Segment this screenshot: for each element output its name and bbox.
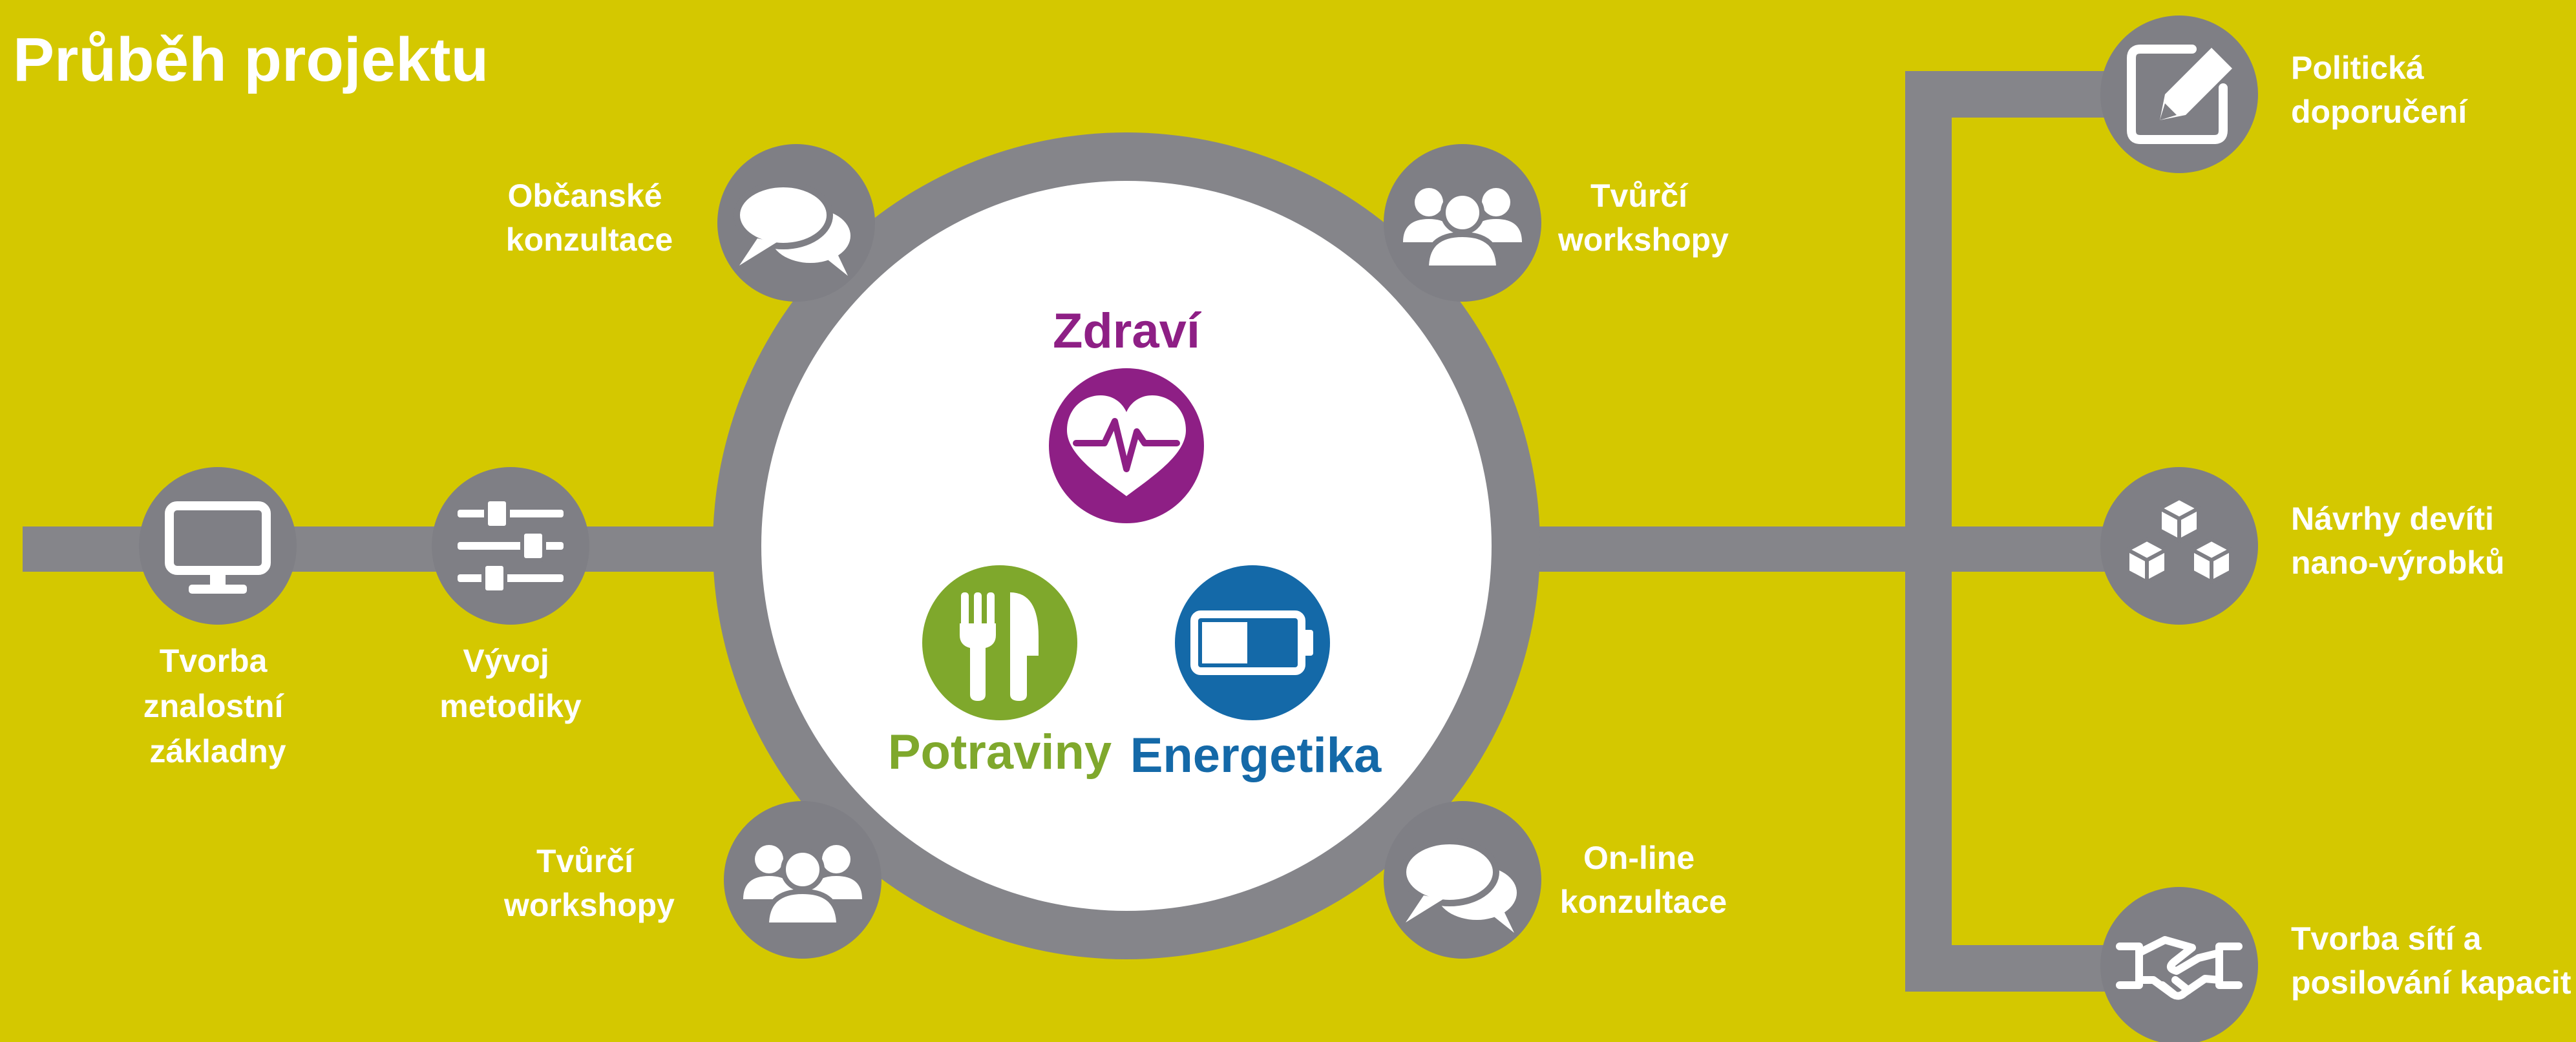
energy-label: Energetika — [1130, 728, 1382, 783]
knowledge-base-label-line-1: Tvorba — [160, 643, 268, 679]
methodology-label-line-1: Vývoj — [463, 643, 549, 679]
policy-recommendations-label-line-2: doporučení — [2291, 94, 2468, 130]
nano-products-label: Návrhy devíti nano-výrobků — [2291, 501, 2505, 581]
citizen-consultations-label-line-1: Občanské — [508, 178, 662, 214]
knowledge-base-label-line-2: znalostní — [143, 688, 285, 724]
knowledge-base-label: Tvorba znalostní základny — [143, 643, 293, 769]
battery-icon — [1190, 610, 1313, 675]
fork-knife-icon — [960, 592, 1039, 701]
left-connector-line — [23, 526, 759, 572]
hub-center — [761, 181, 1492, 911]
pencil-edit-icon — [2127, 45, 2232, 144]
food-label: Potraviny — [888, 725, 1112, 780]
hub-node-online-consultations: On-line konzultace — [1384, 801, 1727, 959]
hub-node-creative-workshops-top: Tvůrčí workshopy — [1384, 144, 1729, 302]
creative-workshops-top-label: Tvůrčí workshopy — [1557, 178, 1729, 258]
policy-recommendations-label-line-1: Politická — [2291, 50, 2424, 86]
right-connector-line — [1506, 526, 2120, 572]
topic-food: Potraviny — [888, 565, 1112, 780]
page-title: Průběh projektu — [13, 25, 489, 94]
networks-capacity-label-line-1: Tvorba sítí a — [2291, 921, 2482, 957]
hub-node-creative-workshops-bottom: Tvůrčí workshopy — [503, 801, 882, 959]
output-networks-capacity: Tvorba sítí a posilování kapacit — [2100, 887, 2571, 1042]
nano-products-label-line-2: nano-výrobků — [2291, 545, 2505, 581]
nano-products-node — [2100, 467, 2258, 625]
output-policy-recommendations: Politická doporučení — [2100, 16, 2468, 173]
health-label: Zdraví — [1053, 304, 1202, 359]
handshake-icon — [2116, 936, 2243, 1000]
creative-workshops-top-label-line-2: workshopy — [1557, 222, 1729, 258]
networks-capacity-label-line-2: posilování kapacit — [2291, 964, 2571, 1001]
topic-energy: Energetika — [1130, 565, 1382, 783]
online-consultations-label-line-2: konzultace — [1560, 884, 1727, 920]
food-badge — [922, 565, 1077, 720]
hub-node-citizen-consultations: Občanské konzultace — [506, 144, 875, 302]
left-node-methodology: Vývoj metodiky — [432, 467, 589, 724]
monitor-icon — [165, 501, 271, 594]
creative-workshops-bottom-label-line-2: workshopy — [503, 887, 675, 923]
online-consultations-label-line-1: On-line — [1583, 840, 1694, 876]
heart-pulse-icon — [1067, 395, 1186, 496]
knowledge-base-node — [139, 467, 297, 625]
knowledge-base-label-line-3: základny — [149, 733, 286, 769]
cubes-icon — [2126, 496, 2233, 584]
citizen-consultations-label-line-2: konzultace — [506, 222, 673, 258]
creative-workshops-bottom-label: Tvůrčí workshopy — [503, 843, 675, 923]
nano-products-label-line-1: Návrhy devíti — [2291, 501, 2494, 537]
energy-badge — [1175, 565, 1330, 720]
online-consultations-label: On-line konzultace — [1560, 840, 1727, 920]
group-icon — [1403, 188, 1522, 271]
output-branch-top — [1905, 71, 2125, 118]
methodology-label-line-2: metodiky — [439, 688, 582, 724]
sliders-icon — [458, 497, 564, 594]
networks-capacity-node — [2100, 887, 2258, 1042]
methodology-label: Vývoj metodiky — [439, 643, 582, 724]
connectors — [23, 71, 2125, 992]
group-icon — [743, 845, 862, 928]
left-node-knowledge-base: Tvorba znalostní základny — [139, 467, 297, 769]
output-branch-bottom — [1905, 945, 2125, 992]
policy-recommendations-label: Politická doporučení — [2291, 50, 2468, 130]
chat-bubbles-icon — [734, 181, 850, 276]
networks-capacity-label: Tvorba sítí a posilování kapacit — [2291, 921, 2571, 1001]
creative-workshops-top-label-line-1: Tvůrčí — [1590, 178, 1689, 214]
citizen-consultations-label: Občanské konzultace — [506, 178, 673, 258]
output-vertical-line — [1905, 71, 1952, 992]
output-nano-products: Návrhy devíti nano-výrobků — [2100, 467, 2505, 625]
creative-workshops-bottom-label-line-1: Tvůrčí — [536, 843, 635, 879]
topic-health: Zdraví — [1049, 304, 1204, 523]
chat-bubbles-icon — [1400, 838, 1517, 933]
